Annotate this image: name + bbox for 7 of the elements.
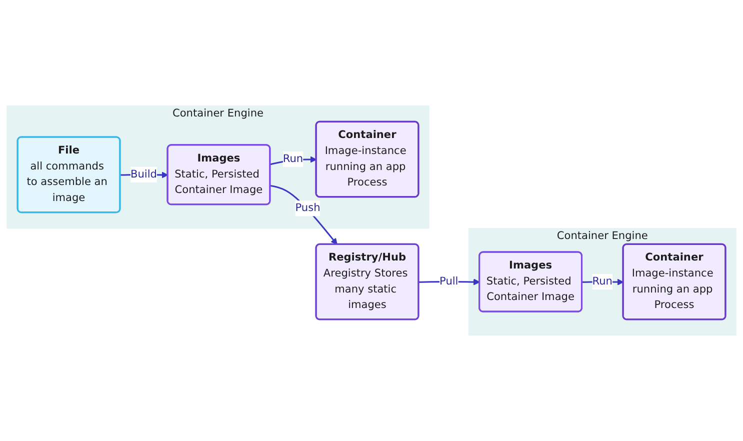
arrow: [418, 278, 480, 286]
edge-label: Pull: [440, 275, 458, 288]
edge-label: Run: [592, 275, 612, 288]
edge-label: Build: [130, 168, 157, 180]
arrow: [270, 184, 338, 245]
edge-label: Push: [295, 202, 320, 214]
edge-label: Run: [282, 152, 304, 165]
